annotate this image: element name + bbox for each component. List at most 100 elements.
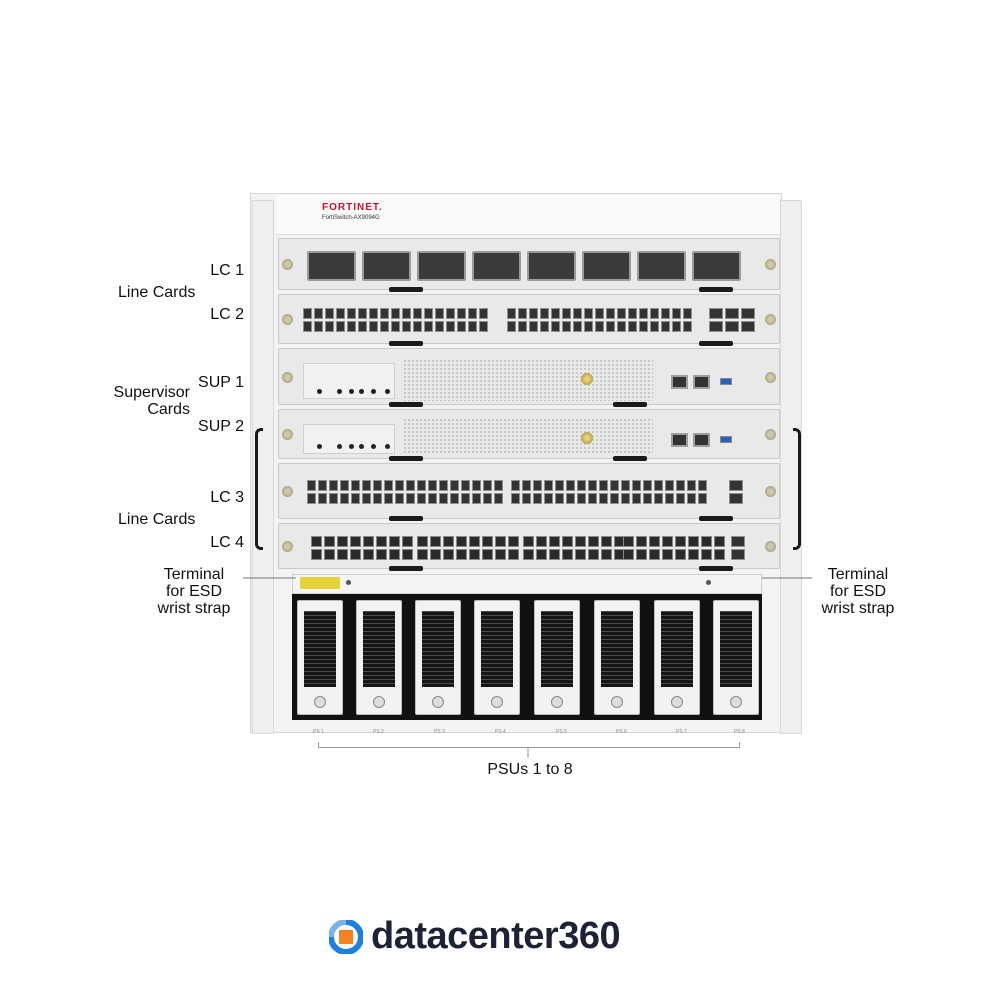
- status-led-icon: [349, 444, 354, 449]
- status-led-icon: [359, 389, 364, 394]
- ethernet-port: [693, 375, 710, 389]
- line-card-lc3: [278, 463, 780, 521]
- coax-connector-icon: [581, 373, 593, 385]
- qsfp-port: [637, 251, 686, 281]
- sfp-port-grid: [303, 308, 488, 332]
- thumbscrew-icon: [282, 541, 293, 552]
- chassis-handle-left: [255, 428, 263, 550]
- coax-connector-icon: [581, 432, 593, 444]
- rack-ear-right: [780, 200, 802, 734]
- datacenter360-logo: datacenter360: [329, 915, 621, 958]
- status-led-icon: [349, 389, 354, 394]
- psu-module: [356, 600, 402, 715]
- label-esd-left-line2: for ESD: [165, 583, 222, 600]
- qsfp-port: [527, 251, 576, 281]
- ejector-tab: [389, 566, 423, 571]
- label-sup2: SUP 2: [198, 418, 244, 435]
- vent-grille: [403, 418, 653, 454]
- status-led-icon: [317, 444, 322, 449]
- chassis-handle-right: [793, 428, 801, 550]
- label-supervisor-line1: Supervisor: [113, 384, 190, 401]
- thumbscrew-icon: [282, 371, 293, 383]
- thumbscrew-icon: [282, 429, 293, 440]
- qsfp-port-row: [307, 251, 741, 281]
- thumbscrew-icon: [765, 541, 776, 552]
- status-led-icon: [385, 444, 390, 449]
- label-esd-right-line3: wrist strap: [821, 600, 895, 617]
- sfp-port-grid: [511, 480, 707, 504]
- thumbscrew-icon: [765, 486, 776, 497]
- sfp-port-grid: [507, 308, 692, 332]
- ethernet-port: [671, 433, 688, 447]
- status-led-icon: [337, 389, 342, 394]
- qsfp-port-grid: [709, 308, 755, 332]
- usb-port: [720, 436, 732, 443]
- rj45-port-grid: [523, 536, 625, 560]
- thumbscrew-icon: [282, 314, 293, 325]
- label-lc4: LC 4: [210, 534, 244, 551]
- model-name: FortiSwitch-AX9094G: [322, 215, 380, 221]
- thumbscrew-icon: [282, 486, 293, 497]
- thumbscrew-icon: [765, 429, 776, 440]
- ejector-tab: [699, 287, 733, 292]
- status-led-icon: [317, 389, 322, 394]
- psu-slot-label: PS 1: [313, 729, 324, 735]
- datacenter360-wordmark: datacenter360: [371, 915, 621, 957]
- ejector-tab: [389, 341, 423, 346]
- chassis-header-plate: [276, 195, 780, 235]
- supervisor-card-sup1: [278, 348, 780, 407]
- sup-status-panel: [303, 424, 395, 454]
- label-esd-left-line3: wrist strap: [157, 600, 231, 617]
- esd-terminal-right: [706, 580, 711, 585]
- uplink-port-grid: [729, 480, 743, 504]
- status-led-icon: [371, 444, 376, 449]
- supervisor-card-sup2: [278, 409, 780, 461]
- label-sup1: SUP 1: [198, 374, 244, 391]
- psu-slot-label: PS 4: [495, 729, 506, 735]
- ejector-tab: [389, 456, 423, 461]
- label-supervisor-line2: Cards: [147, 401, 190, 418]
- label-lc1: LC 1: [210, 262, 244, 279]
- status-led-icon: [359, 444, 364, 449]
- ethernet-port: [671, 375, 688, 389]
- label-psus: PSUs 1 to 8: [487, 761, 573, 778]
- qsfp-port: [472, 251, 521, 281]
- label-lc2: LC 2: [210, 306, 244, 323]
- psu-module: [474, 600, 520, 715]
- psu-bracket: [318, 742, 740, 748]
- qsfp-port: [307, 251, 356, 281]
- qsfp-port: [362, 251, 411, 281]
- label-esd-right-line1: Terminal: [827, 566, 889, 583]
- uplink-port-grid: [731, 536, 745, 560]
- rj45-port-grid: [311, 536, 413, 560]
- line-card-lc1: [278, 238, 780, 292]
- rack-ear-left: [252, 200, 274, 734]
- thumbscrew-icon: [765, 259, 776, 270]
- usb-port: [720, 378, 732, 385]
- psu-slot-label: PS 7: [676, 729, 687, 735]
- warning-label: [300, 577, 340, 589]
- psu-module: [415, 600, 461, 715]
- label-esd-left: Terminal for ESD wrist strap: [146, 566, 242, 617]
- datacenter360-logo-icon: [329, 919, 363, 954]
- qsfp-port: [692, 251, 741, 281]
- thumbscrew-icon: [765, 314, 776, 325]
- ejector-tab: [699, 341, 733, 346]
- line-card-lc4: [278, 523, 780, 571]
- psu-slot-label: PS 2: [373, 729, 384, 735]
- esd-terminal-left: [346, 580, 351, 585]
- psu-module: [534, 600, 580, 715]
- thumbscrew-icon: [282, 259, 293, 270]
- qsfp-port: [417, 251, 466, 281]
- ejector-tab: [613, 402, 647, 407]
- label-esd-left-line1: Terminal: [163, 566, 225, 583]
- label-supervisor: Supervisor Cards: [96, 384, 190, 418]
- label-esd-right: Terminal for ESD wrist strap: [810, 566, 906, 617]
- rj45-port-grid: [417, 536, 519, 560]
- rj45-port-grid: [623, 536, 725, 560]
- psu-slot-label: PS 8: [734, 729, 745, 735]
- ejector-tab: [389, 402, 423, 407]
- ejector-tab: [699, 566, 733, 571]
- psu-module: [654, 600, 700, 715]
- qsfp-port: [582, 251, 631, 281]
